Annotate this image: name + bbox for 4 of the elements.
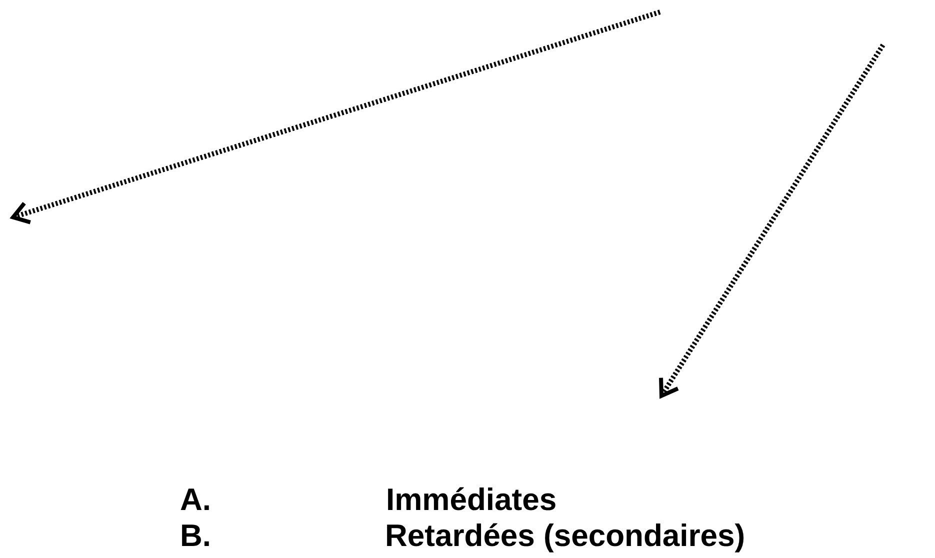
list-marker: B.	[180, 518, 211, 554]
list-marker: A.	[180, 482, 211, 518]
list-item: Retardées (secondaires)	[385, 518, 746, 554]
list-item: Immédiates	[386, 482, 557, 518]
